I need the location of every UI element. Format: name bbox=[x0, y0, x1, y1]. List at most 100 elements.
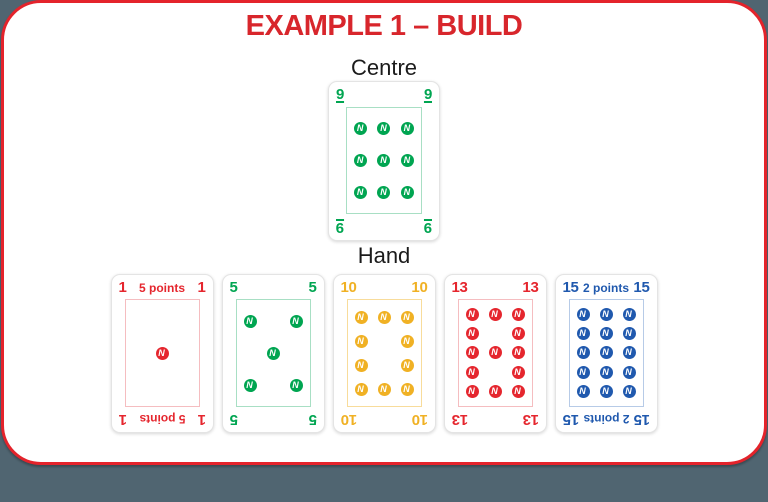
pip-icon: N bbox=[400, 185, 414, 199]
card-value-left: 1 bbox=[197, 411, 206, 428]
pip-cell bbox=[262, 378, 285, 392]
pip-cell: N bbox=[372, 153, 395, 167]
pip-cell: N bbox=[572, 327, 595, 341]
pip-icon: N bbox=[576, 346, 590, 360]
pip-icon: N bbox=[400, 122, 414, 136]
pip-icon: N bbox=[354, 334, 368, 348]
card-value-left: 1 bbox=[118, 279, 127, 296]
card-value-left: 9 bbox=[423, 219, 432, 236]
pip-icon: N bbox=[377, 153, 391, 167]
pip-cell: N bbox=[618, 308, 641, 322]
pip-icon: N bbox=[377, 310, 391, 324]
pip-icon: N bbox=[488, 346, 502, 360]
pip-letter: N bbox=[380, 154, 387, 165]
pip-cell bbox=[373, 358, 396, 372]
pip-letter: N bbox=[491, 347, 498, 358]
pip-cell bbox=[151, 378, 174, 392]
pip-letter: N bbox=[356, 154, 364, 165]
pip-cell bbox=[373, 334, 396, 348]
pip-letter: N bbox=[403, 154, 411, 165]
card-points-label: 5 points bbox=[138, 281, 185, 295]
pip-icon: N bbox=[289, 314, 303, 328]
pip-cell: N bbox=[239, 314, 262, 328]
pip-icon: N bbox=[400, 310, 414, 324]
pip-cell: N bbox=[373, 310, 396, 324]
pip-letter: N bbox=[491, 309, 498, 320]
pip-letter: N bbox=[579, 328, 586, 339]
pip-letter: N bbox=[468, 347, 475, 358]
pip-cell: N bbox=[396, 358, 419, 372]
pip-icon: N bbox=[465, 365, 479, 379]
pip-cell: N bbox=[396, 334, 419, 348]
pip-icon: N bbox=[599, 384, 613, 398]
pip-cell bbox=[128, 346, 151, 360]
pip-icon: N bbox=[622, 346, 636, 360]
pip-cell: N bbox=[396, 382, 419, 396]
pip-cell: N bbox=[350, 382, 373, 396]
pip-icon: N bbox=[377, 185, 391, 199]
pip-icon: N bbox=[354, 382, 368, 396]
pip-letter: N bbox=[356, 186, 364, 197]
pip-icon: N bbox=[599, 346, 613, 360]
pip-icon: N bbox=[599, 308, 613, 322]
pip-letter: N bbox=[468, 309, 475, 320]
pip-cell: N bbox=[239, 378, 262, 392]
pip-cell: N bbox=[285, 378, 308, 392]
pip-letter: N bbox=[403, 186, 411, 197]
card-value-right: 5 bbox=[229, 411, 238, 428]
pip-cell: N bbox=[461, 308, 484, 322]
pip-letter: N bbox=[602, 347, 609, 358]
pip-icon: N bbox=[622, 384, 636, 398]
pip-cell bbox=[285, 346, 308, 360]
pip-letter: N bbox=[380, 123, 387, 134]
pip-icon: N bbox=[622, 327, 636, 341]
pip-cell: N bbox=[262, 346, 285, 360]
pip-cell: N bbox=[396, 185, 419, 199]
pip-letter: N bbox=[292, 315, 299, 326]
pip-letter: N bbox=[468, 366, 475, 377]
pip-icon: N bbox=[511, 365, 525, 379]
card-value-left: 5 bbox=[308, 411, 317, 428]
pip-icon: N bbox=[354, 122, 368, 136]
card-value-left: 9 bbox=[336, 86, 345, 103]
pip-cell bbox=[174, 378, 197, 392]
pip-icon: N bbox=[576, 365, 590, 379]
pip-letter: N bbox=[625, 328, 632, 339]
pip-icon: N bbox=[377, 122, 391, 136]
pip-cell bbox=[174, 314, 197, 328]
pip-cell: N bbox=[618, 365, 641, 379]
pip-icon: N bbox=[243, 378, 257, 392]
pip-letter: N bbox=[602, 309, 609, 320]
pip-icon: N bbox=[488, 384, 502, 398]
card-value-right: 9 bbox=[336, 219, 345, 236]
pip-letter: N bbox=[403, 383, 410, 394]
pip-cell: N bbox=[507, 346, 530, 360]
centre-section-label: Centre bbox=[350, 55, 418, 80]
hand-section-label: Hand bbox=[357, 243, 411, 268]
pip-row bbox=[128, 314, 197, 328]
pip-letter: N bbox=[403, 359, 410, 370]
pip-row bbox=[128, 378, 197, 392]
pip-icon: N bbox=[400, 358, 414, 372]
pip-cell bbox=[484, 365, 507, 379]
